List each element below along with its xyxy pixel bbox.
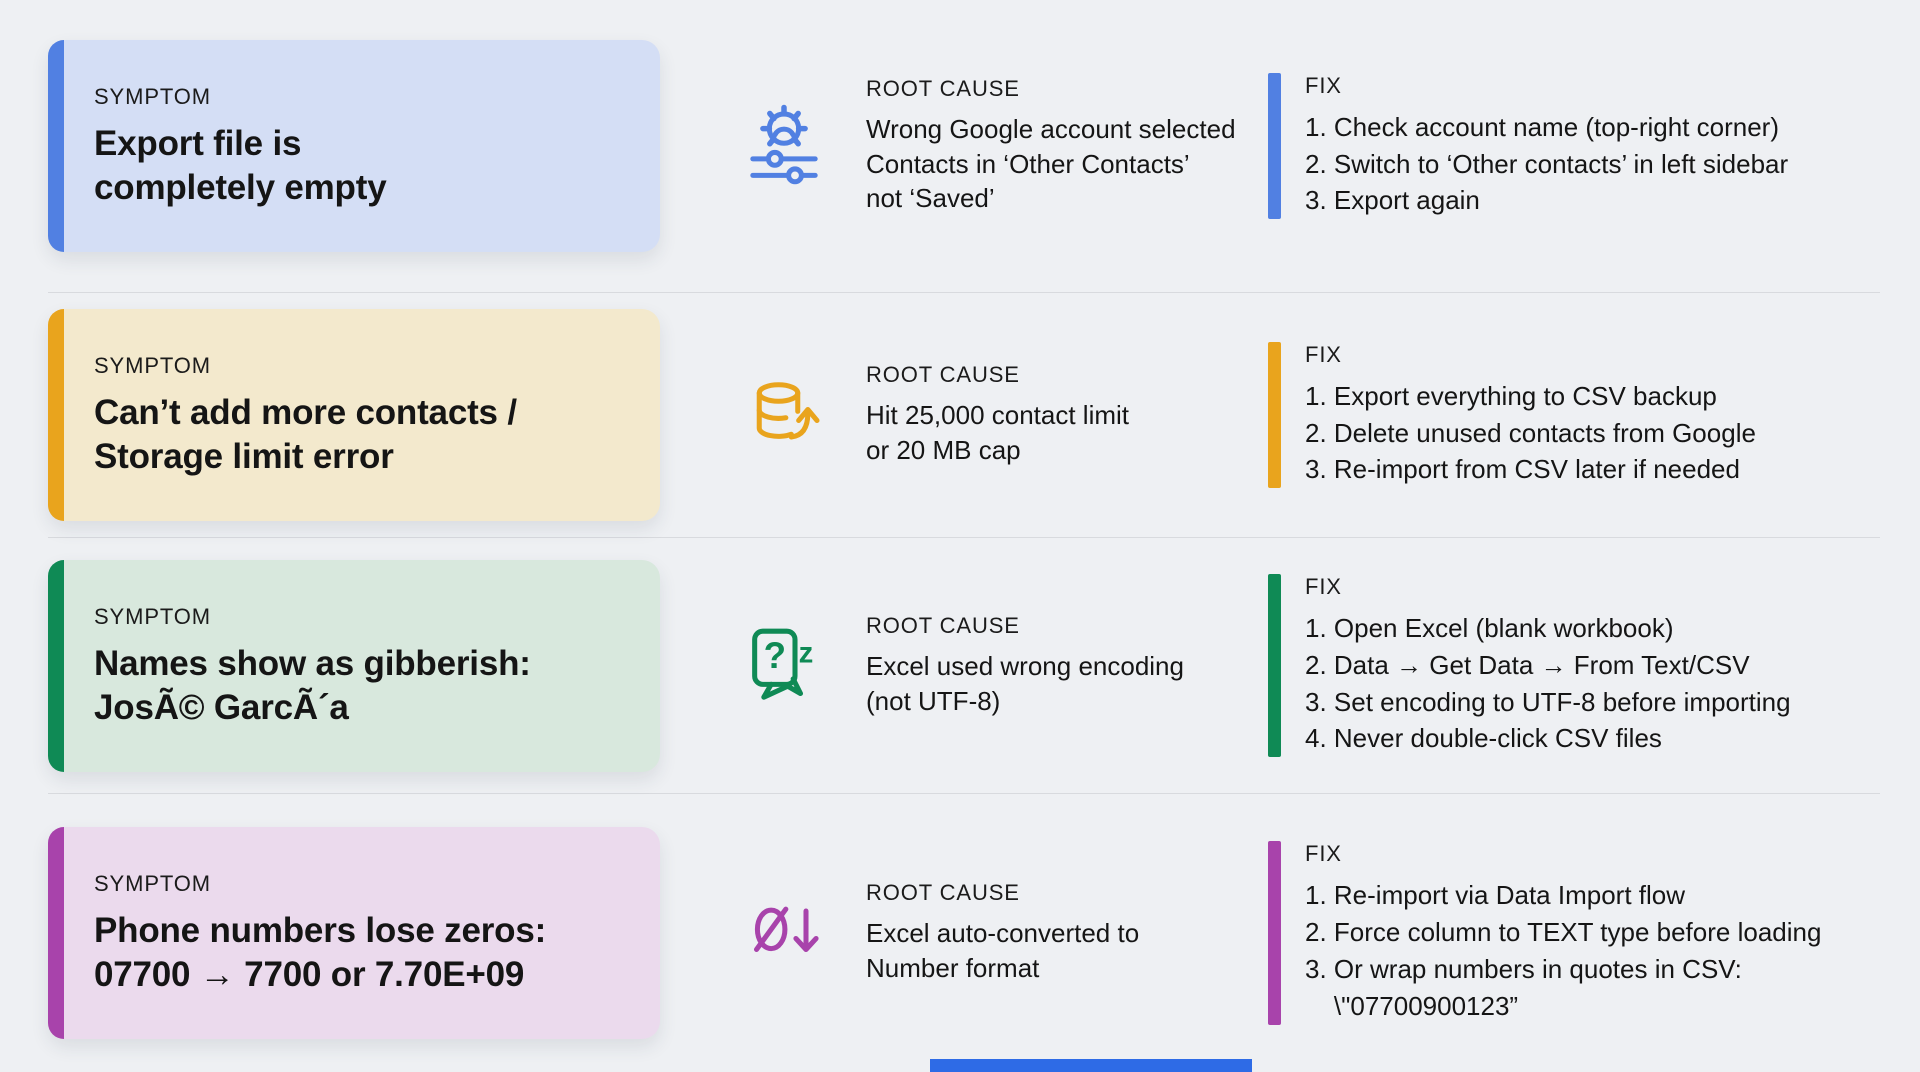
troubleshoot-row-export-empty: SYMPTOM Export file is completely empty	[0, 0, 1920, 292]
symptom-accent-bar	[48, 40, 64, 252]
symptom-card: SYMPTOM Names show as gibberish: JosÃ© G…	[48, 559, 708, 772]
svg-text:?: ?	[764, 634, 786, 675]
symptom-label: SYMPTOM	[94, 84, 211, 110]
root-cause-textblock: ROOT CAUSE Excel auto-converted to Numbe…	[866, 880, 1139, 985]
symptom-title: Phone numbers lose zeros: 07700 → 7700 o…	[94, 911, 547, 994]
fix-textblock: FIX 1. Check account name (top-right cor…	[1305, 73, 1788, 220]
fix-accent-bar	[1268, 72, 1281, 220]
symptom-card: SYMPTOM Can’t add more contacts / Storag…	[48, 309, 708, 521]
symptom-title: Can’t add more contacts / Storage limit …	[94, 393, 517, 476]
fix-step: 3. Or wrap numbers in quotes in CSV: \"0…	[1305, 954, 1742, 1021]
row-divider	[48, 537, 1880, 538]
root-cause-section: ROOT CAUSE Excel auto-converted to Numbe…	[708, 880, 1268, 985]
symptom-accent-bar	[48, 827, 64, 1039]
fix-textblock: FIX 1. Re-import via Data Import flow 2.…	[1305, 841, 1821, 1025]
zero-loss-icon	[740, 887, 828, 979]
root-cause-label: ROOT CAUSE	[866, 880, 1020, 906]
encoding-question-icon: ? z	[740, 620, 828, 712]
fix-step: 1. Re-import via Data Import flow	[1305, 880, 1686, 911]
fix-step: 3. Export again	[1305, 185, 1480, 216]
fix-step: 3. Re-import from CSV later if needed	[1305, 454, 1740, 485]
symptom-card: SYMPTOM Phone numbers lose zeros: 07700 …	[48, 827, 708, 1039]
fix-textblock: FIX 1. Open Excel (blank workbook) 2. Da…	[1305, 574, 1791, 758]
symptom-card-body: SYMPTOM Phone numbers lose zeros: 07700 …	[48, 827, 660, 1039]
troubleshoot-row-leading-zeros: SYMPTOM Phone numbers lose zeros: 07700 …	[0, 794, 1920, 1072]
fix-step: 4. Never double-click CSV files	[1305, 723, 1662, 754]
fix-section: FIX 1. Open Excel (blank workbook) 2. Da…	[1268, 573, 1880, 758]
fix-label: FIX	[1305, 573, 1342, 599]
root-cause-label: ROOT CAUSE	[866, 612, 1020, 638]
row-divider	[48, 793, 1880, 794]
gear-sliders-icon	[740, 100, 828, 192]
fix-label: FIX	[1305, 72, 1342, 98]
fix-section: FIX 1. Export everything to CSV backup 2…	[1268, 341, 1880, 489]
root-cause-textblock: ROOT CAUSE Hit 25,000 contact limit or 2…	[866, 362, 1129, 467]
fix-step: 1. Open Excel (blank workbook)	[1305, 612, 1674, 643]
symptom-card-body: SYMPTOM Names show as gibberish: JosÃ© G…	[48, 559, 660, 772]
fix-step: 3. Set encoding to UTF-8 before importin…	[1305, 686, 1791, 717]
root-cause-section: ROOT CAUSE Wrong Google account selected…	[708, 76, 1268, 216]
root-cause-text: Excel auto-converted to Number format	[866, 918, 1140, 983]
symptom-title: Export file is completely empty	[94, 124, 387, 207]
fix-textblock: FIX 1. Export everything to CSV backup 2…	[1305, 342, 1756, 489]
fix-section: FIX 1. Re-import via Data Import flow 2.…	[1268, 841, 1880, 1025]
root-cause-text: Excel used wrong encoding (not UTF-8)	[866, 650, 1184, 716]
row-divider	[48, 292, 1880, 293]
symptom-card-body: SYMPTOM Can’t add more contacts / Storag…	[48, 309, 660, 521]
root-cause-text: Hit 25,000 contact limit or 20 MB cap	[866, 400, 1130, 465]
symptom-card-body: SYMPTOM Export file is completely empty	[48, 40, 660, 252]
root-cause-text: Wrong Google account selected Contacts i…	[866, 114, 1236, 214]
symptom-label: SYMPTOM	[94, 871, 211, 897]
database-limit-icon	[740, 369, 828, 461]
fix-label: FIX	[1305, 841, 1342, 867]
fix-step: 2. Force column to TEXT type before load…	[1305, 917, 1822, 948]
symptom-label: SYMPTOM	[94, 353, 211, 379]
fix-accent-bar	[1268, 841, 1281, 1025]
symptom-label: SYMPTOM	[94, 603, 211, 629]
fix-step: 2. Data → Get Data → From Text/CSV	[1305, 649, 1750, 680]
troubleshoot-row-storage-limit: SYMPTOM Can’t add more contacts / Storag…	[0, 293, 1920, 537]
root-cause-section: ROOT CAUSE Hit 25,000 contact limit or 2…	[708, 362, 1268, 467]
root-cause-textblock: ROOT CAUSE Wrong Google account selected…	[866, 76, 1236, 216]
fix-step: 2. Switch to ‘Other contacts’ in left si…	[1305, 148, 1789, 179]
troubleshoot-row-encoding: SYMPTOM Names show as gibberish: JosÃ© G…	[0, 538, 1920, 793]
root-cause-section: ? z ROOT CAUSE Excel used wrong encoding…	[708, 613, 1268, 718]
fix-step: 2. Delete unused contacts from Google	[1305, 417, 1756, 448]
symptom-accent-bar	[48, 309, 64, 521]
fix-section: FIX 1. Check account name (top-right cor…	[1268, 72, 1880, 220]
root-cause-label: ROOT CAUSE	[866, 76, 1020, 102]
symptom-card: SYMPTOM Export file is completely empty	[48, 40, 708, 252]
fix-step: 1. Export everything to CSV backup	[1305, 380, 1717, 411]
symptom-accent-bar	[48, 559, 64, 772]
svg-text:z: z	[799, 636, 814, 669]
fix-accent-bar	[1268, 341, 1281, 489]
root-cause-textblock: ROOT CAUSE Excel used wrong encoding (no…	[866, 613, 1184, 718]
symptom-title: Names show as gibberish: JosÃ© GarcÃ´a	[94, 643, 531, 727]
fix-step: 1. Check account name (top-right corner)	[1305, 111, 1779, 142]
fix-label: FIX	[1305, 341, 1342, 367]
bottom-blue-bar	[930, 1059, 1252, 1072]
root-cause-label: ROOT CAUSE	[866, 362, 1020, 388]
fix-accent-bar	[1268, 573, 1281, 758]
